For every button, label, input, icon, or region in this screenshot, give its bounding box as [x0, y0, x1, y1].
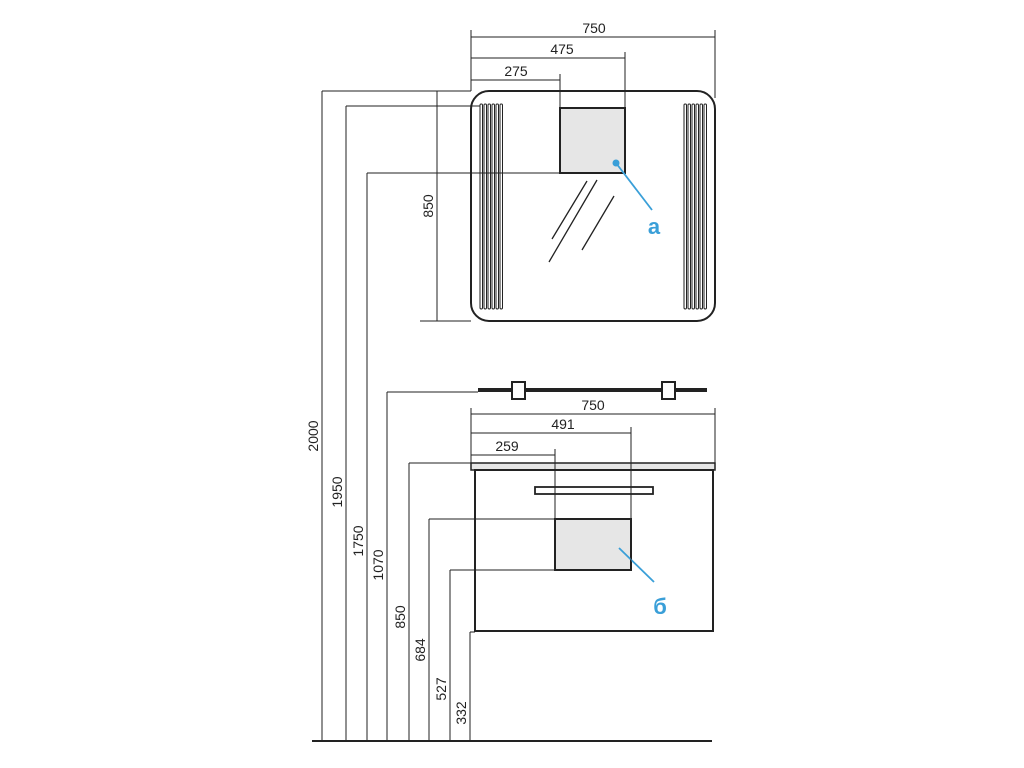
callout-b: б — [618, 547, 667, 619]
height-dim-1950: 1950 — [329, 476, 345, 507]
height-dim-527: 527 — [433, 677, 449, 701]
cabinet-dim-750: 750 — [581, 397, 605, 413]
height-dimension-lines — [321, 90, 560, 741]
mirror-light-right — [683, 103, 707, 310]
mirror-dim-750: 750 — [582, 20, 606, 36]
callout-b-leader — [618, 547, 655, 583]
callout-a-leader — [615, 162, 653, 211]
shelf-bracket-left — [511, 381, 526, 400]
height-dim-1070: 1070 — [370, 549, 386, 580]
callout-a-label: а — [648, 214, 661, 239]
callout-b-label: б — [653, 594, 667, 619]
shelf-bracket-right — [661, 381, 676, 400]
mirror-frame — [470, 90, 716, 322]
callout-a: а — [612, 159, 661, 239]
glass-shelf — [478, 388, 707, 392]
vanity-cabinet — [470, 462, 716, 632]
cabinet-dim-259: 259 — [495, 438, 519, 454]
shelf — [478, 381, 707, 400]
mirror-dim-475: 475 — [550, 41, 574, 57]
mirror-reflection-icon — [548, 179, 615, 263]
height-dim-2000: 2000 — [305, 420, 321, 451]
mirror-dim-850: 850 — [420, 194, 436, 218]
height-dim-684: 684 — [412, 638, 428, 662]
cabinet-width-dimensions — [470, 408, 716, 570]
mirror-light-left — [479, 103, 503, 310]
mirror-width-dimensions — [470, 30, 716, 108]
cabinet-handle — [534, 486, 654, 495]
cabinet-dim-491: 491 — [551, 416, 575, 432]
height-dim-332: 332 — [453, 701, 469, 725]
height-dim-1750: 1750 — [350, 525, 366, 556]
countertop — [470, 462, 716, 471]
mirror-dim-275: 275 — [504, 63, 528, 79]
socket-box-b — [554, 518, 632, 571]
mirror — [470, 90, 716, 322]
height-dim-850: 850 — [392, 605, 408, 629]
